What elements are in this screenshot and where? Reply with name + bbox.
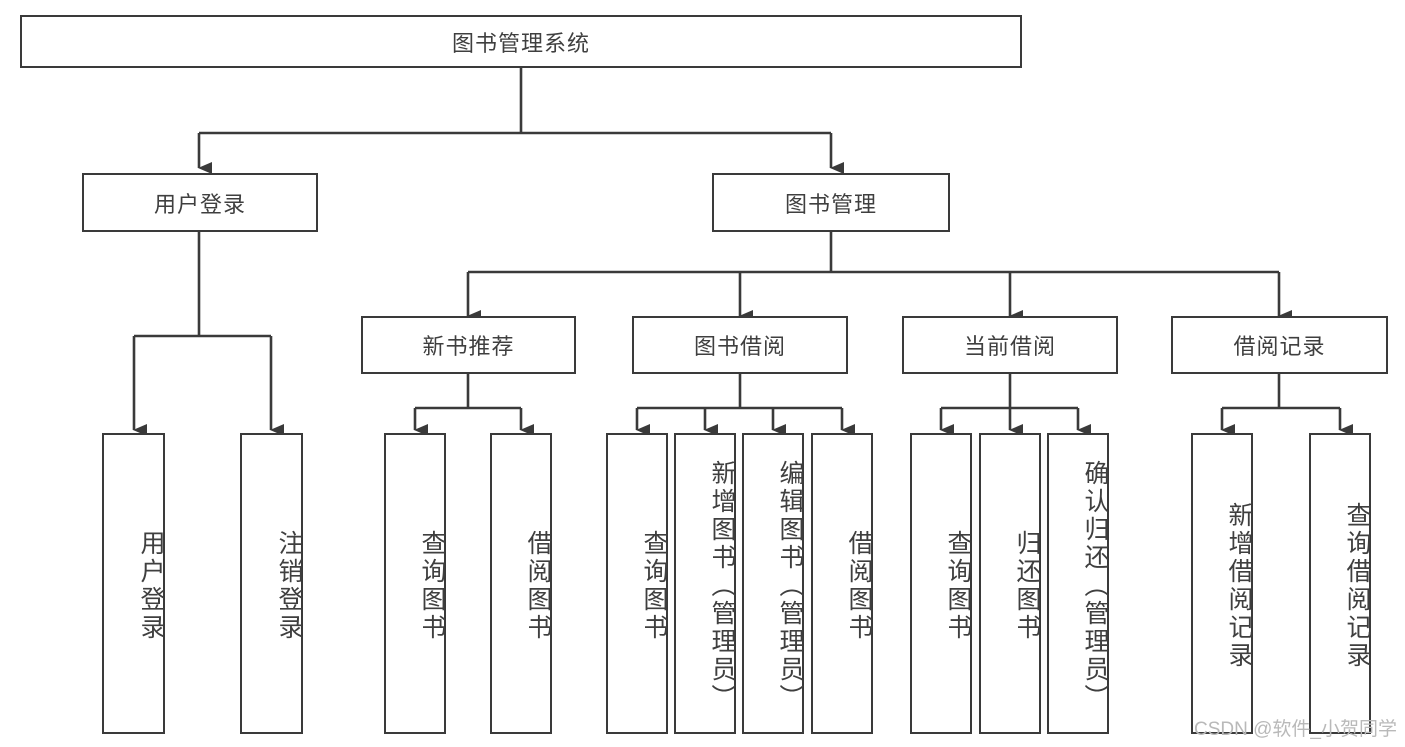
node-label: 当前借阅 [963,334,1056,359]
node-label: 新增借阅记录 [1225,501,1253,670]
leaf-add-borrow-record[interactable]: 新增借阅记录 [1191,433,1253,734]
node-borrow-record[interactable]: 借阅记录 [1171,316,1388,374]
node-user-login[interactable]: 用户登录 [82,173,318,232]
node-label: 注销登录 [275,529,303,642]
node-label: 新增图书（管理员） [708,459,736,712]
node-label: 查询借阅记录 [1343,501,1371,670]
leaf-user-login[interactable]: 用户登录 [102,433,165,734]
node-label: 归还图书 [1013,529,1041,642]
leaf-query-book-3[interactable]: 查询图书 [910,433,972,734]
node-book-management-system[interactable]: 图书管理系统 [20,15,1022,68]
node-label: 查询图书 [640,529,668,642]
node-label: 图书管理系统 [451,30,590,56]
leaf-borrow-book-2[interactable]: 借阅图书 [811,433,873,734]
leaf-borrow-book-1[interactable]: 借阅图书 [490,433,552,734]
node-book-borrow[interactable]: 图书借阅 [632,316,848,374]
node-label: 编辑图书（管理员） [776,459,804,712]
leaf-query-book-2[interactable]: 查询图书 [606,433,668,734]
node-label: 新书推荐 [422,334,515,359]
node-new-book-recommend[interactable]: 新书推荐 [361,316,576,374]
leaf-query-borrow-record[interactable]: 查询借阅记录 [1309,433,1371,734]
leaf-edit-book[interactable]: 编辑图书（管理员） [742,433,804,734]
leaf-query-book-1[interactable]: 查询图书 [384,433,446,734]
node-label: 用户登录 [153,191,246,217]
leaf-return-book[interactable]: 归还图书 [979,433,1041,734]
node-current-borrow[interactable]: 当前借阅 [902,316,1118,374]
node-label: 用户登录 [137,529,165,642]
node-book-management[interactable]: 图书管理 [712,173,950,232]
node-label: 图书借阅 [693,334,786,359]
node-label: 图书管理 [784,191,877,217]
node-label: 借阅记录 [1233,334,1326,359]
node-label: 借阅图书 [845,529,873,642]
leaf-add-book[interactable]: 新增图书（管理员） [674,433,736,734]
node-label: 查询图书 [418,529,446,642]
leaf-confirm-return[interactable]: 确认归还（管理员） [1047,433,1109,734]
node-label: 借阅图书 [524,529,552,642]
leaf-logout-login[interactable]: 注销登录 [240,433,303,734]
node-label: 确认归还（管理员） [1081,459,1109,712]
node-label: 查询图书 [944,529,972,642]
